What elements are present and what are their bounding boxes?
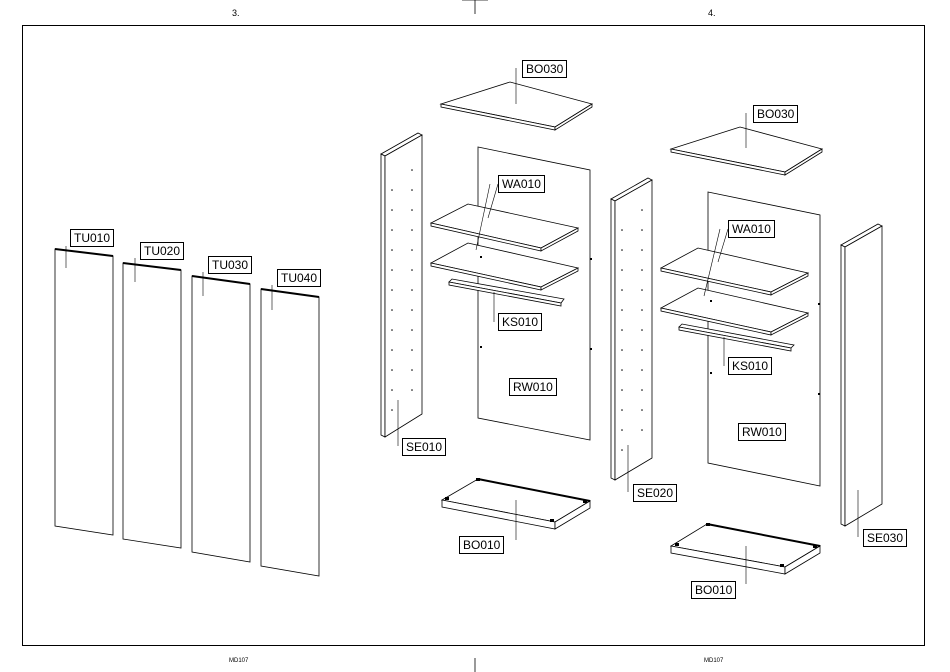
door-panel-tu040 xyxy=(261,289,319,576)
label-rw010-right: RW010 xyxy=(738,423,786,441)
door-panel-tu030 xyxy=(192,276,250,562)
label-bo030-left: BO030 xyxy=(522,60,567,78)
label-rw010-left: RW010 xyxy=(509,378,557,396)
label-tu020: TU020 xyxy=(140,242,184,260)
label-se030: SE030 xyxy=(863,529,907,547)
label-bo030-right: BO030 xyxy=(753,105,798,123)
side-panel-se020 xyxy=(611,178,652,480)
side-panel-se030 xyxy=(841,224,882,526)
label-bo010-left: BO010 xyxy=(459,536,504,554)
label-ks010-left: KS010 xyxy=(498,313,542,331)
label-ks010-right: KS010 xyxy=(728,357,772,375)
label-tu010: TU010 xyxy=(70,229,114,247)
label-tu040: TU040 xyxy=(277,269,321,287)
bottom-panel-bo010-right xyxy=(671,524,820,574)
label-wa010-left: WA010 xyxy=(498,175,545,193)
door-panel-tu020 xyxy=(123,263,181,548)
label-wa010-right: WA010 xyxy=(728,220,775,238)
top-panel-bo030-left xyxy=(441,82,592,130)
side-panel-se010 xyxy=(381,133,422,437)
door-panel-tu010 xyxy=(55,249,113,535)
top-panel-bo030-right xyxy=(671,127,822,175)
label-se020: SE020 xyxy=(633,484,677,502)
label-tu030: TU030 xyxy=(208,256,252,274)
label-se010: SE010 xyxy=(402,438,446,456)
label-bo010-right: BO010 xyxy=(691,581,736,599)
